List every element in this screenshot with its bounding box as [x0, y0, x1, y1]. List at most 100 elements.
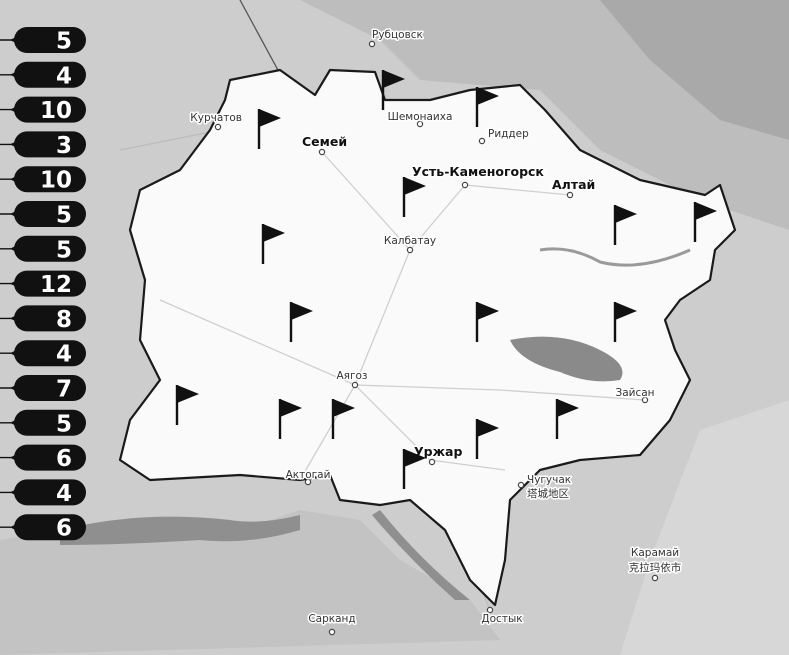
- map-flag-marker[interactable]: [257, 109, 281, 149]
- map-flag-marker[interactable]: [289, 302, 313, 342]
- city-label-ayagoz: Аягоз: [336, 370, 367, 382]
- city-label-kurchatov: Курчатов: [190, 112, 242, 124]
- badge-count-label: 6: [56, 446, 72, 472]
- badge-pill[interactable]: [14, 235, 86, 262]
- badge-pointer-icon: [10, 348, 20, 359]
- badge-pointer-icon: [10, 278, 20, 289]
- map-flag-marker[interactable]: [331, 399, 355, 439]
- map-flag-marker[interactable]: [555, 399, 579, 439]
- badge-pill[interactable]: [14, 305, 86, 332]
- city-label-kalbatau: Калбатау: [384, 235, 436, 247]
- badge-count-label: 5: [56, 237, 72, 263]
- badge-pill[interactable]: [14, 96, 86, 123]
- badge-pointer-icon: [10, 417, 20, 428]
- city-label-shemonaikha: Шемонаиха: [388, 111, 453, 123]
- badge-pill[interactable]: [14, 61, 86, 88]
- lake-zaysan-inner: [510, 336, 623, 382]
- count-badge[interactable]: 3: [0, 131, 86, 159]
- count-badge[interactable]: 6: [0, 444, 86, 473]
- map-flag-marker[interactable]: [175, 385, 199, 425]
- badge-pointer-icon: [10, 174, 20, 185]
- city-label-sarkand: Сарканд: [308, 613, 355, 625]
- city-label-semey: Семей: [302, 134, 347, 149]
- count-badge[interactable]: 5: [0, 409, 86, 438]
- badge-list[interactable]: 5 4 10 3 10 5 5 12 8 4 7 5 6 4 6: [0, 27, 86, 542]
- count-badge[interactable]: 10: [0, 96, 86, 125]
- count-badge[interactable]: 5: [0, 235, 86, 263]
- city-label-karamay: Карамай: [631, 547, 679, 559]
- badge-pointer-icon: [10, 522, 20, 533]
- city-marker-dostyk: [486, 606, 494, 614]
- city-marker-aktogay: [304, 478, 312, 486]
- badge-count-label: 5: [56, 29, 72, 55]
- map-flag-marker[interactable]: [613, 302, 637, 342]
- badge-pill[interactable]: [14, 409, 86, 436]
- map-flag-marker[interactable]: [381, 70, 405, 110]
- river-irtysh-inner: [539, 247, 691, 267]
- badge-pill[interactable]: [14, 444, 86, 471]
- count-badge[interactable]: 10: [0, 166, 86, 194]
- badge-pointer-icon: [10, 452, 20, 463]
- badge-count-label: 4: [56, 481, 72, 507]
- city-marker-urzhar: [428, 458, 436, 466]
- count-badge[interactable]: 4: [0, 61, 86, 90]
- city-marker-sarkand: [328, 628, 336, 636]
- count-badge[interactable]: 4: [0, 340, 86, 368]
- map-flag-marker[interactable]: [402, 449, 426, 489]
- count-badge[interactable]: 6: [0, 514, 86, 542]
- count-badge[interactable]: 5: [0, 201, 86, 229]
- city-marker-ust_kamenogorsk: [461, 181, 469, 189]
- count-badge[interactable]: 5: [0, 27, 86, 55]
- city-marker-kalbatau: [406, 246, 414, 254]
- city-marker-karamay: [651, 574, 659, 582]
- count-badge[interactable]: 12: [0, 270, 86, 299]
- badge-count-label: 5: [56, 411, 72, 437]
- map-flag-marker[interactable]: [402, 177, 426, 217]
- badge-pointer-icon: [10, 487, 20, 498]
- badge-count-label: 7: [56, 377, 72, 403]
- badge-pill[interactable]: [14, 201, 86, 227]
- count-badge[interactable]: 8: [0, 305, 86, 333]
- city-label-chuguchak_cn: 塔城地区: [527, 487, 569, 500]
- badge-pill[interactable]: [14, 375, 86, 401]
- map-flag-marker[interactable]: [693, 202, 717, 242]
- map-flag-marker[interactable]: [278, 399, 302, 439]
- badge-pill[interactable]: [14, 131, 86, 158]
- count-badge[interactable]: 7: [0, 375, 86, 403]
- badge-pointer-icon: [10, 35, 20, 45]
- desert-southeast: [620, 400, 789, 655]
- map-flag-marker[interactable]: [475, 419, 499, 459]
- city-marker-zaisan: [641, 396, 649, 404]
- badge-pill[interactable]: [14, 340, 86, 367]
- badge-pill[interactable]: [14, 479, 86, 506]
- badge-count-label: 10: [40, 98, 72, 124]
- badge-count-label: 5: [56, 203, 72, 229]
- badge-pill[interactable]: [14, 166, 86, 193]
- region-east-kazakhstan[interactable]: [118, 68, 737, 607]
- city-label-aktogay: Актогай: [286, 469, 331, 481]
- map-flag-marker[interactable]: [475, 87, 499, 127]
- city-marker-ayagoz: [351, 381, 359, 389]
- city-marker-shemonaikha: [416, 120, 424, 128]
- city-label-zaisan: Зайсан: [615, 387, 654, 399]
- badge-pointer-icon: [10, 139, 20, 150]
- map-flag-marker[interactable]: [475, 302, 499, 342]
- badge-pill[interactable]: [14, 27, 86, 53]
- badge-pill[interactable]: [14, 270, 86, 297]
- badge-count-label: 4: [56, 63, 72, 89]
- count-badge[interactable]: 4: [0, 479, 86, 507]
- map-flag-marker[interactable]: [261, 224, 285, 264]
- badge-pointer-icon: [10, 69, 20, 80]
- city-label-karamay_cn: 克拉玛依市: [629, 561, 682, 574]
- city-label-urzhar: Уржар: [414, 444, 462, 459]
- city-marker-kurchatov: [214, 123, 222, 131]
- lake-alakol: [372, 510, 470, 600]
- badge-count-label: 12: [40, 272, 72, 298]
- city-marker-rubtsovsk: [368, 40, 376, 48]
- city-label-altai: Алтай: [552, 177, 595, 192]
- map-flag-marker[interactable]: [613, 205, 637, 245]
- flag-layer[interactable]: [175, 70, 717, 489]
- badge-pill[interactable]: [14, 514, 86, 541]
